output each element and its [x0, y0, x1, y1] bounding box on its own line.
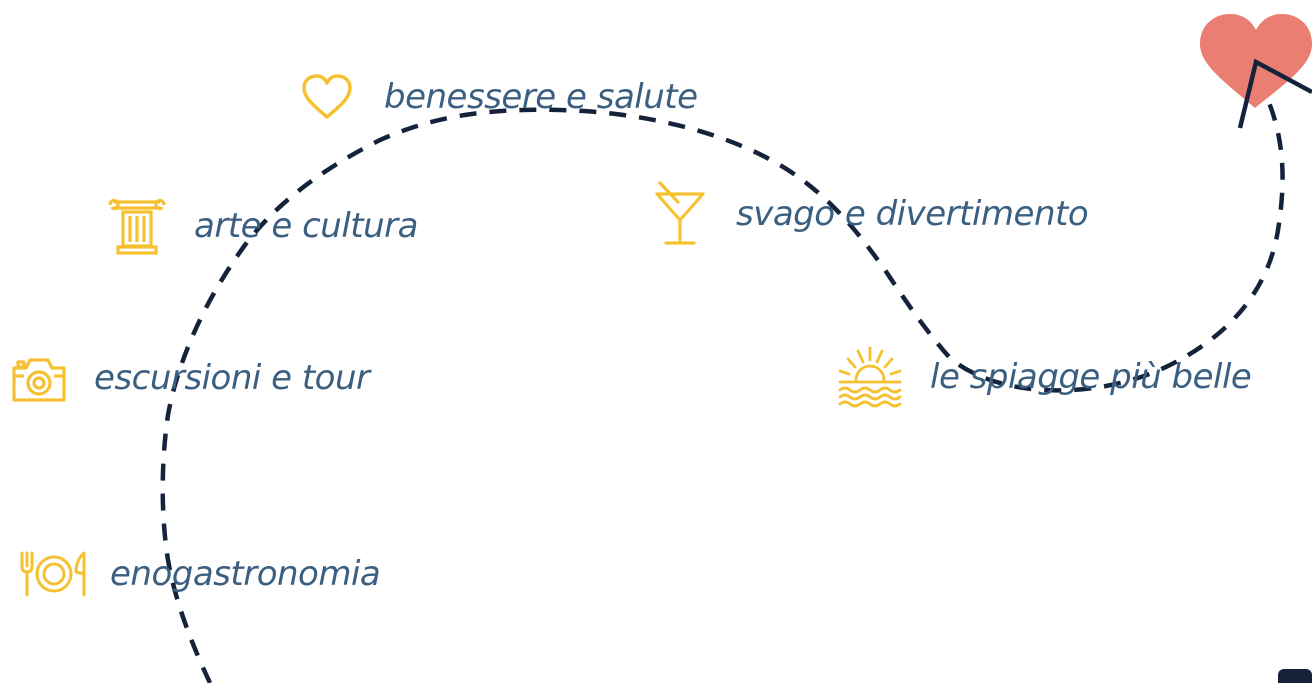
- column-icon: [108, 198, 166, 255]
- category-enogastronomia[interactable]: enogastronomia: [18, 550, 381, 598]
- category-le-spiagge-piu-belle[interactable]: le spiagge più belle: [836, 346, 1252, 408]
- category-label: enogastronomia: [110, 554, 381, 594]
- sunset-sea-icon: [838, 346, 902, 408]
- dashed-route-line: [160, 99, 1285, 683]
- dining-icon: [20, 551, 86, 597]
- category-svago-e-divertimento[interactable]: svago e divertimento: [654, 180, 1089, 248]
- camera-icon: [12, 358, 66, 402]
- route-arrowhead: [1237, 58, 1312, 129]
- category-arte-e-cultura[interactable]: arte e cultura: [106, 196, 418, 256]
- heart-outline-icon: [302, 74, 352, 119]
- category-label: benessere e salute: [384, 77, 698, 117]
- category-benessere-e-salute[interactable]: benessere e salute: [300, 72, 698, 122]
- category-escursioni-e-tour[interactable]: escursioni e tour: [10, 352, 370, 404]
- category-label: le spiagge più belle: [930, 357, 1252, 397]
- category-label: escursioni e tour: [94, 358, 370, 398]
- cocktail-icon: [655, 181, 705, 245]
- category-label: svago e divertimento: [736, 194, 1089, 234]
- category-label: arte e cultura: [194, 206, 418, 246]
- logo-fragment: [1278, 669, 1312, 683]
